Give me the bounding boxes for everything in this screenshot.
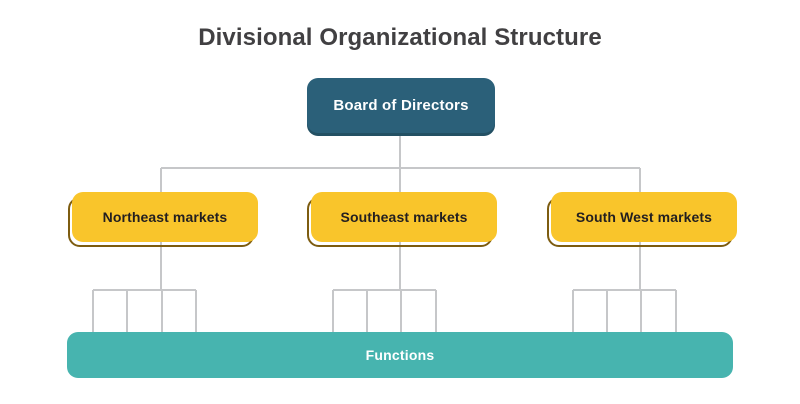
node-functions-label: Functions xyxy=(365,347,435,363)
node-board-of-directors[interactable]: Board of Directors xyxy=(307,78,495,133)
node-functions[interactable]: Functions xyxy=(67,332,733,378)
node-division-southeast[interactable]: Southeast markets xyxy=(307,192,497,247)
node-division-south-west[interactable]: South West markets xyxy=(547,192,737,247)
node-division-south-west-label: South West markets xyxy=(575,209,713,225)
node-division-northeast-label: Northeast markets xyxy=(102,209,228,225)
node-division-south-west-fill: South West markets xyxy=(551,192,737,242)
node-division-southeast-label: Southeast markets xyxy=(340,209,468,225)
node-division-northeast-fill: Northeast markets xyxy=(72,192,258,242)
node-division-northeast[interactable]: Northeast markets xyxy=(68,192,258,247)
page-title: Divisional Organizational Structure xyxy=(198,24,602,51)
node-board-of-directors-label: Board of Directors xyxy=(333,97,469,114)
node-division-southeast-fill: Southeast markets xyxy=(311,192,497,242)
